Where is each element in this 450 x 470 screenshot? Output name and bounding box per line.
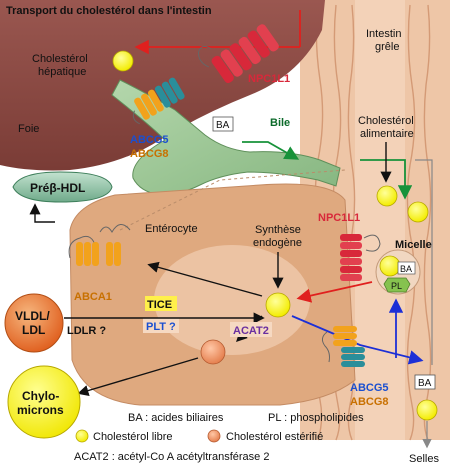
gray-flow-line [415,159,433,365]
dietary-cholesterol-dot [376,185,398,207]
npc1l1-red-arrow-mid [296,281,373,303]
acat2-box [230,322,272,337]
npc1l1-top-label: NPC1L1 [248,73,290,85]
ba-bile-box [212,116,234,132]
abca1-label: ABCA1 [74,291,112,303]
prebeta-hdl-shape [12,171,113,203]
micelle-pl-label: PL [391,281,402,291]
chol-hep-label-2: hépatique [38,66,86,78]
selles-label: Selles [409,453,439,465]
chol-hep-label-1: Cholestérol [32,53,88,65]
abcg8-top-label: ABCG8 [130,148,169,160]
ldlr-label: LDLR ? [67,325,106,337]
enterocyte-label: Entérocyte [145,223,198,235]
abcg8-bottom-label: ABCG8 [350,396,389,408]
synthese-label-1: Synthèse [255,224,301,236]
tice-box [145,296,177,311]
abcg-bottom-transporter [321,326,365,367]
micelle-pl-shape [383,277,411,293]
abcg5-bottom-label: ABCG5 [350,382,389,394]
ester-to-chylo-arrow [77,357,199,396]
vldl-ldl-circle [4,293,64,353]
micelle-ba-box [397,261,416,275]
bile-lumen-green-arrow [360,159,413,200]
foie-label: Foie [18,123,39,135]
chylo-label-2: microns [17,403,64,417]
central-to-abca1-arrow [147,261,263,297]
micelle-label: Micelle [395,239,432,251]
central-to-lumen-blue-arrow [291,315,424,365]
legend-free-dot [75,429,89,443]
plt-label: PLT ? [146,321,176,333]
abcg-top-transporter [132,77,185,125]
ba-bile-label: BA [216,120,230,131]
micelle-cholesterol [379,255,401,277]
abcg5-top-label: ABCG5 [130,134,169,146]
ba-selles-label: BA [418,378,432,389]
legend-ester-dot [207,429,221,443]
synthese-label-2: endogène [253,237,302,249]
hepatic-cholesterol-dot [112,50,134,72]
intestin-label-1: Intestin [366,28,401,40]
npc1l1-mid-transporter [340,234,381,281]
esterified-cholesterol-dot [200,339,226,365]
chol-alim-label-1: Cholestérol [358,115,414,127]
vldl-label-1: VLDL/ [15,309,50,323]
bile-green-arrow [242,141,300,160]
intestine-lumen [355,0,405,440]
bile-label: Bile [270,117,290,129]
bile-cholesterol-dot [407,201,429,223]
tice-label: TICE [147,299,172,311]
legend-ester-chol: Cholestérol estérifié [226,431,323,443]
vldl-label-2: LDL [22,323,45,337]
acat2-label: ACAT2 [233,325,269,337]
legend-acat2: ACAT2 : acétyl-Co A acétyltransférase 2 [74,451,269,463]
intestin-label-2: grêle [375,41,399,53]
diagram-title: Transport du cholestérol dans l'intestin [6,5,212,17]
chylo-label-1: Chylo- [22,389,59,403]
central-free-cholesterol [265,292,291,318]
ba-selles-box [414,374,436,390]
chylomicrons-circle [7,365,81,439]
bile-duct [111,79,341,196]
abca1-transporter [68,224,131,266]
npc1l1-mid-label: NPC1L1 [318,212,360,224]
prebeta-hdl-label: Préβ-HDL [30,181,85,195]
selles-cholesterol-dot [416,399,438,421]
plt-box [143,318,179,333]
dashed-outline [119,169,346,231]
legend-free-chol: Cholestérol libre [93,431,172,443]
micelle-ba-label: BA [400,264,412,274]
legend-pl: PL : phospholipides [268,412,364,424]
legend-ba: BA : acides biliaires [128,412,224,424]
npc1l1-top-transporter [197,24,279,84]
chol-alim-label-2: alimentaire [360,128,414,140]
abca1-to-hdl-arrow [29,203,55,223]
